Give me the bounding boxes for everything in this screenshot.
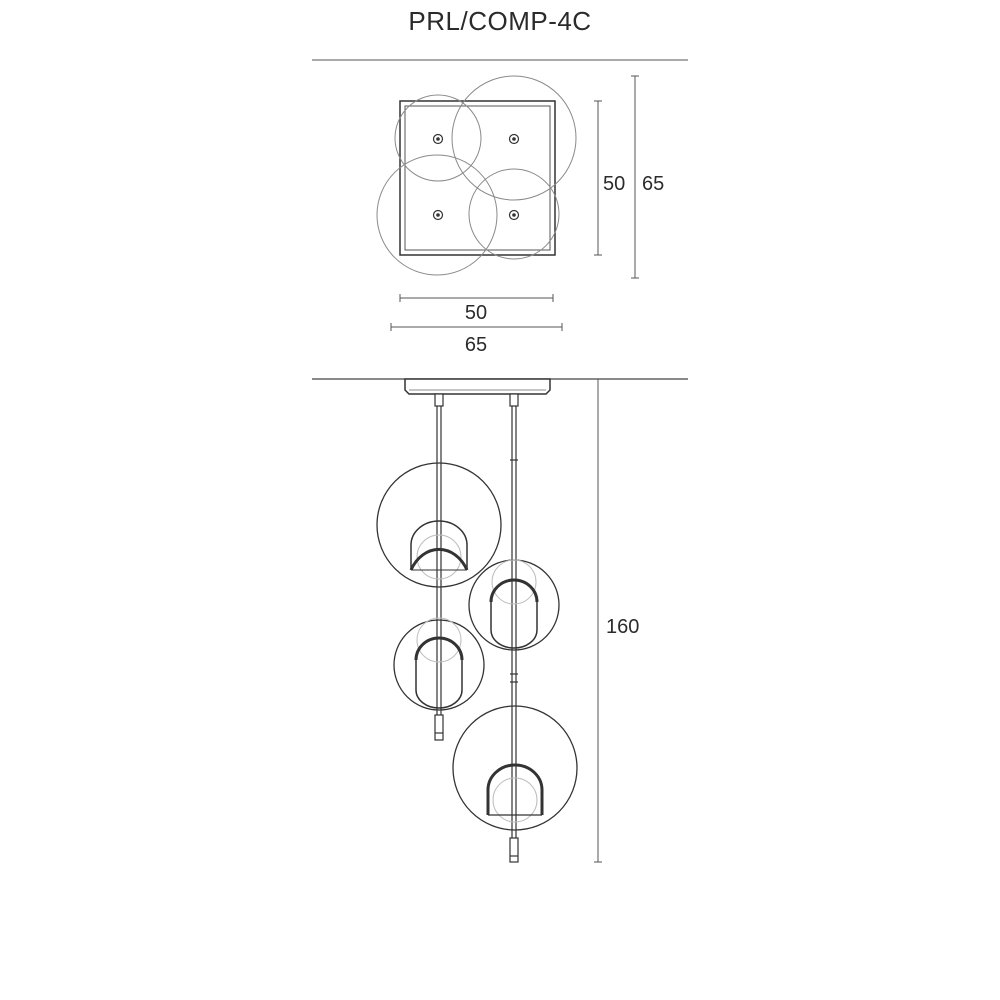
globe-projection-bottom-left bbox=[376, 154, 498, 276]
dimension-inner-height-label: 50 bbox=[603, 173, 625, 195]
canopy-outer-square bbox=[399, 100, 556, 256]
globe-small-right bbox=[468, 559, 560, 651]
globe-projection-top-left bbox=[394, 94, 482, 182]
canopy-plate bbox=[404, 378, 551, 395]
suspension-point-bottom-right bbox=[508, 209, 520, 221]
top-view: 50 65 50 65 bbox=[376, 75, 664, 356]
globe-projection-top-right bbox=[451, 75, 577, 201]
globe-large-left bbox=[376, 462, 502, 588]
dimension-inner-height bbox=[594, 100, 602, 256]
dimension-outer-width-label: 65 bbox=[465, 334, 487, 356]
dimension-outer-height-label: 65 bbox=[642, 173, 664, 195]
side-view: 160 bbox=[312, 378, 688, 863]
globe-small-left bbox=[393, 617, 485, 711]
dimension-outer-height bbox=[631, 75, 639, 279]
dimension-inner-width-label: 50 bbox=[465, 302, 487, 324]
suspension-point-bottom-left bbox=[432, 209, 444, 221]
globe-large-right bbox=[452, 705, 578, 831]
dimension-outer-width bbox=[390, 323, 563, 331]
product-code-title: PRL/COMP-4C bbox=[408, 6, 591, 36]
rod-right bbox=[509, 393, 519, 863]
dimension-total-height bbox=[594, 379, 602, 863]
canopy-inner-square bbox=[404, 105, 551, 251]
suspension-point-top-right bbox=[508, 133, 520, 145]
dimension-total-height-label: 160 bbox=[606, 616, 639, 638]
globe-projection-bottom-right bbox=[468, 168, 560, 260]
dimension-inner-width bbox=[399, 294, 554, 302]
suspension-point-top-left bbox=[432, 133, 444, 145]
rod-left bbox=[434, 393, 444, 741]
